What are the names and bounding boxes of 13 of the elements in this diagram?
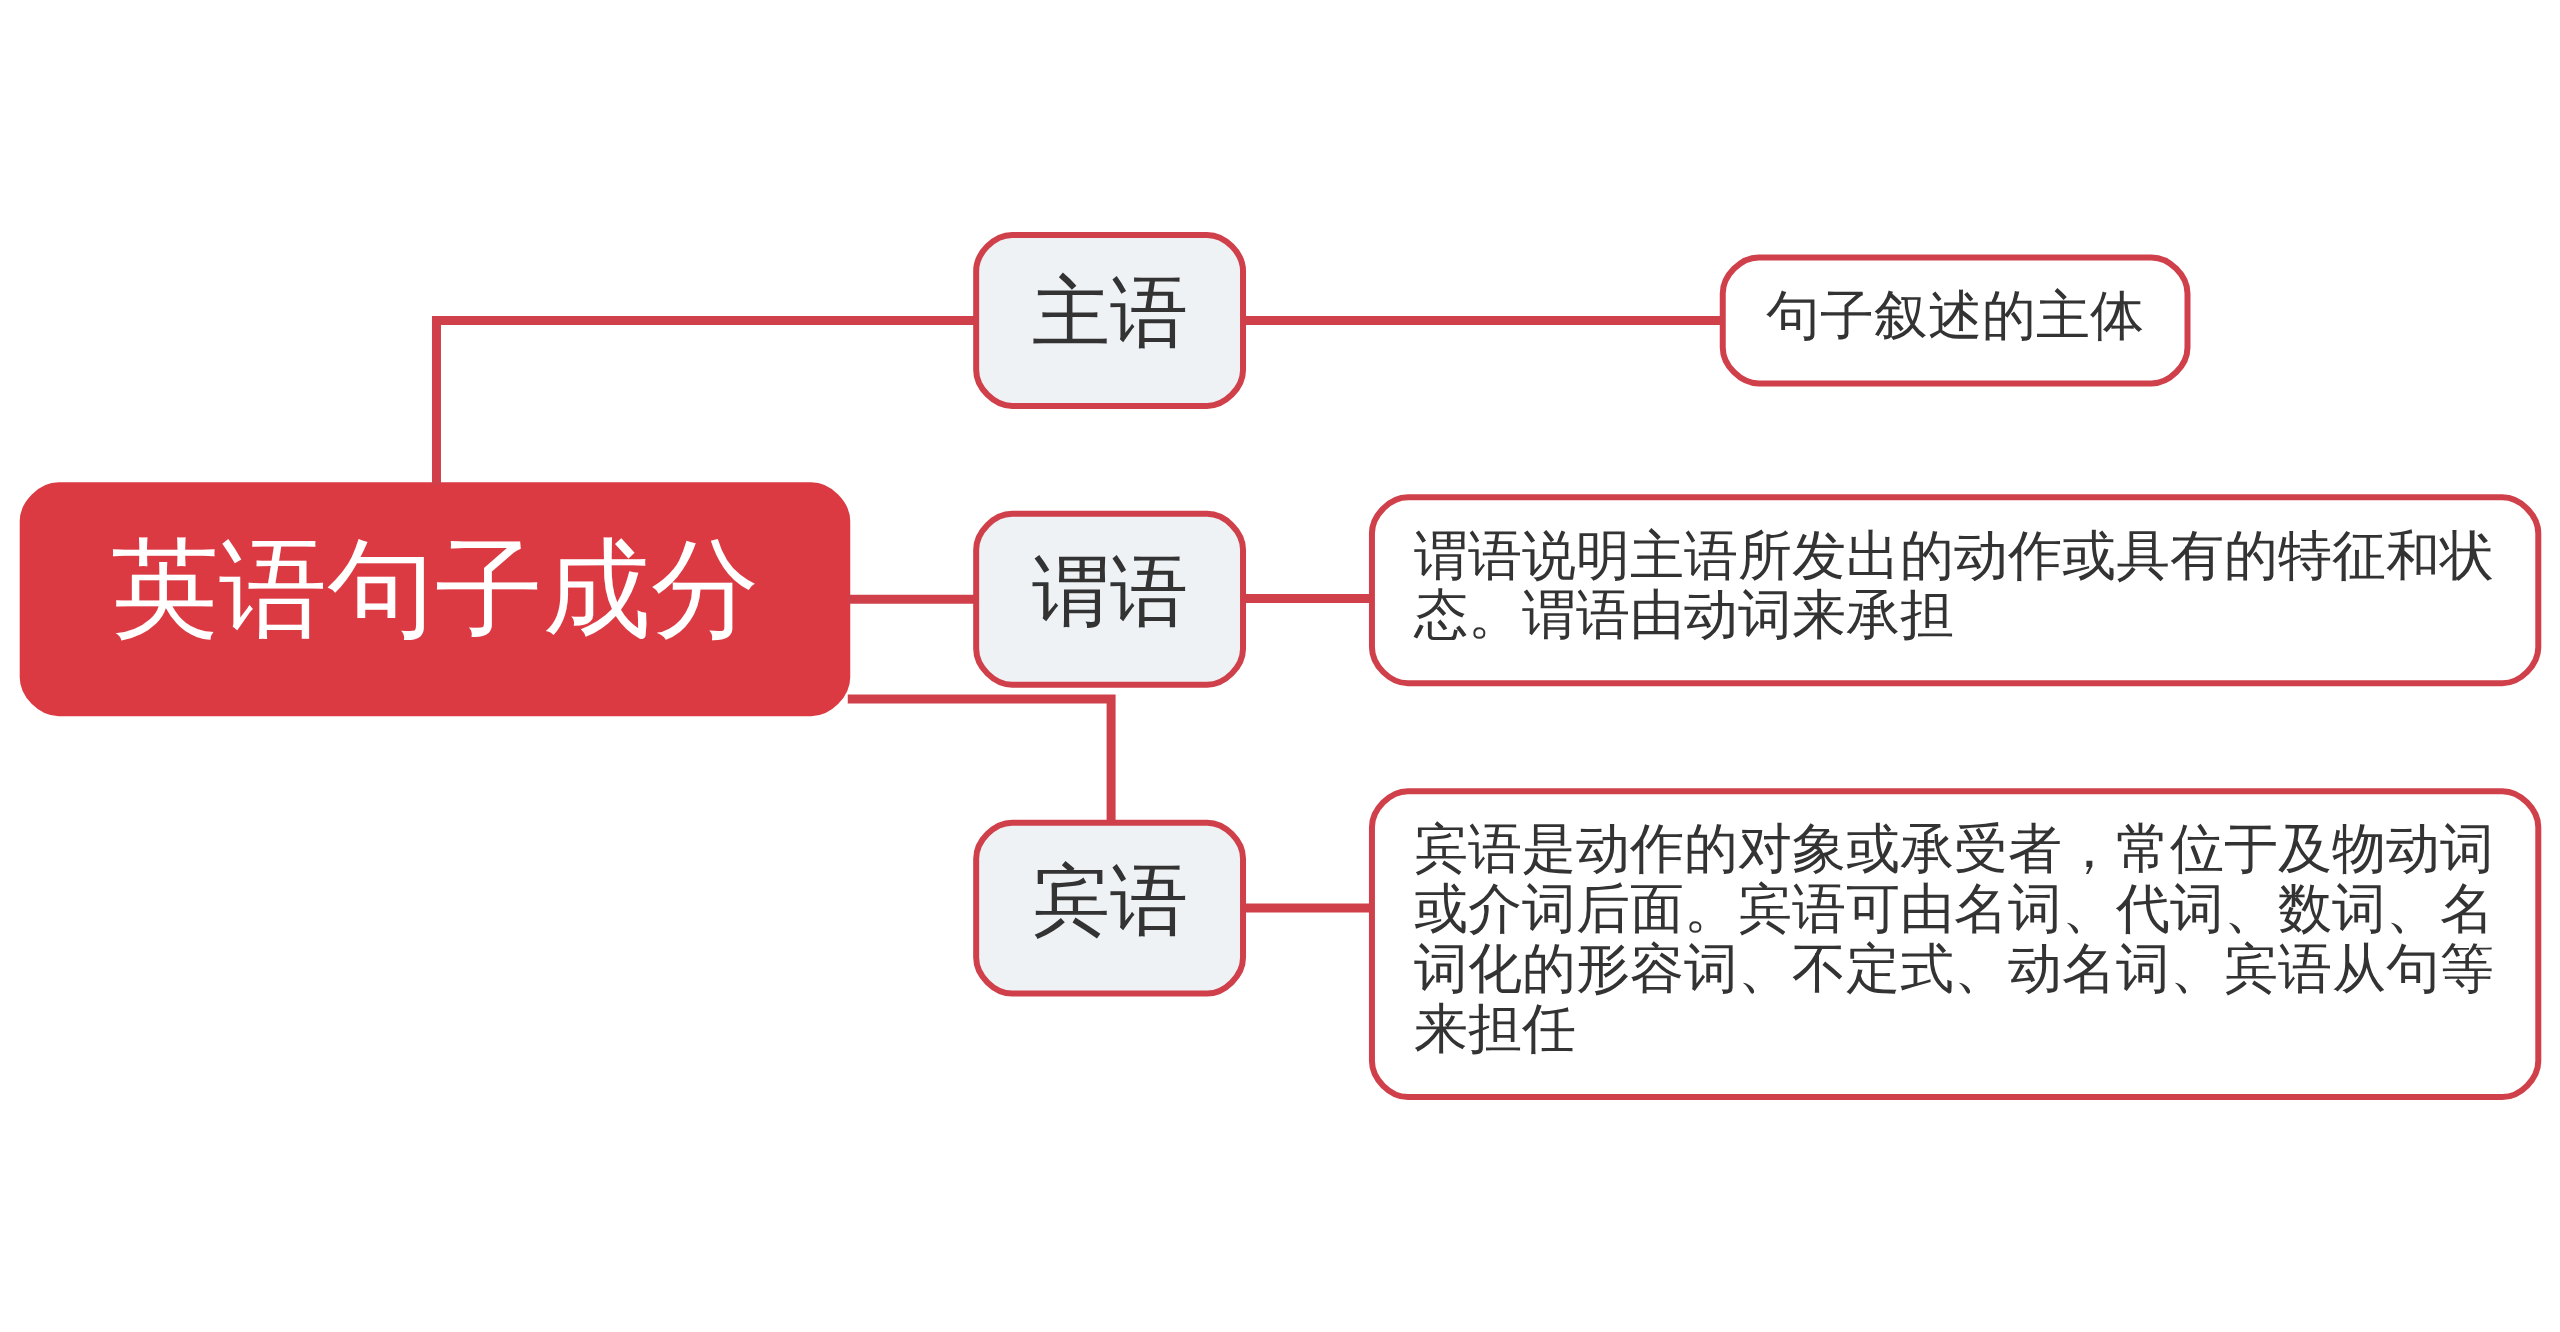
node-box: 英语句子成分 bbox=[19, 482, 850, 717]
node-box: 宾语是动作的对象或承受者，常位于及物动词或介词后面。宾语可由名词、代词、数词、名词化的形容词、不定式、动名词、宾语从句等来担任 bbox=[1368, 788, 2541, 1100]
node-box: 宾语 bbox=[972, 819, 1246, 997]
node-box: 谓语 bbox=[972, 510, 1246, 688]
connector bbox=[1243, 594, 1372, 604]
connector bbox=[431, 315, 976, 486]
node-box: 主语 bbox=[972, 232, 1246, 409]
node-box: 谓语说明主语所发出的动作或具有的特征和状态。谓语由动词来承担 bbox=[1368, 494, 2541, 687]
connector bbox=[1243, 315, 1722, 325]
connector bbox=[847, 694, 1116, 822]
node-box: 句子叙述的主体 bbox=[1719, 254, 2190, 387]
connector bbox=[1243, 903, 1372, 913]
connector bbox=[847, 594, 976, 604]
